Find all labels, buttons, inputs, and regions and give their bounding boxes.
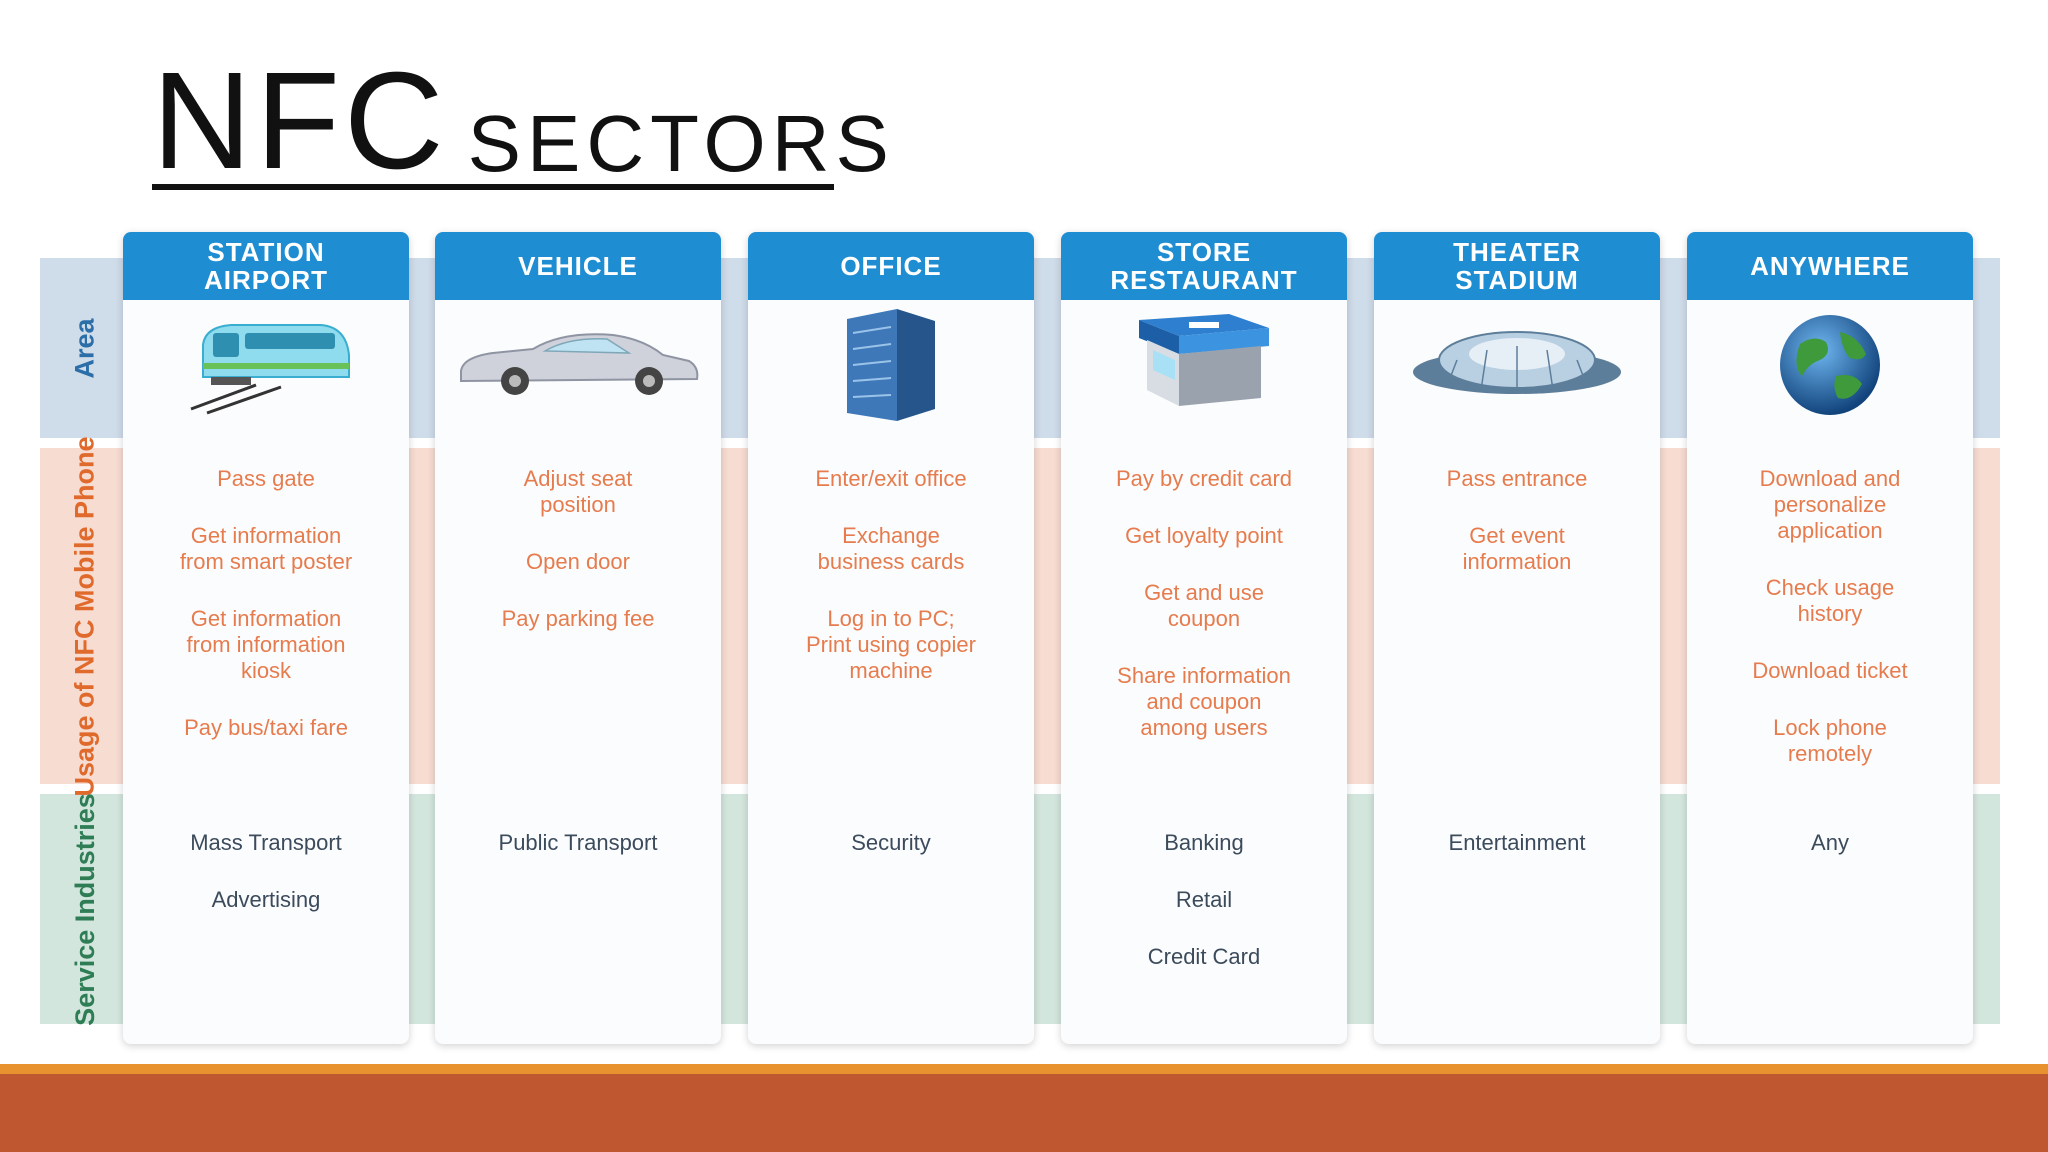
service-item: Credit Card [1147,944,1261,969]
column-theater-stadium: THEATER STADIUM Pass entrance Get event … [1374,232,1660,1044]
car-icon [435,300,721,430]
service-list: Banking Retail Credit Card [1061,830,1347,1001]
usage-item: Pass entrance [1446,466,1588,491]
usage-item: Enter/exit office [815,466,967,491]
column-anywhere: ANYWHERE Download and personalize applic… [1687,232,1973,1044]
column-station-airport: STATION AIRPORT Pass gate Get informatio… [123,232,409,1044]
usage-item: Get event information [1462,523,1572,574]
usage-item: Log in to PC; Print using copier machine [806,606,976,683]
column-header: STATION AIRPORT [123,232,409,300]
usage-list: Pass gate Get information from smart pos… [123,466,409,802]
stadium-icon [1374,300,1660,430]
train-icon [123,300,409,430]
column-header: STORE RESTAURANT [1061,232,1347,300]
usage-item: Exchange business cards [817,523,965,574]
service-item: Public Transport [498,830,658,855]
title-underline [152,184,834,190]
usage-item: Get information from smart poster [179,523,353,574]
title-text: NFC SECTORS [152,40,895,190]
usage-item: Lock phone remotely [1773,715,1887,766]
office-building-icon [748,300,1034,430]
usage-item: Share information and coupon among users [1117,663,1291,740]
service-list: Security [748,830,1034,887]
row-label-service: Service Industries [69,792,100,1026]
service-item: Entertainment [1448,830,1586,855]
usage-item: Get information from information kiosk [186,606,346,683]
usage-item: Pass gate [217,466,315,491]
usage-item: Download ticket [1752,658,1908,683]
usage-list: Pay by credit card Get loyalty point Get… [1061,466,1347,802]
service-item: Advertising [211,887,321,912]
row-label-area: Area [69,317,100,379]
usage-item: Open door [526,549,630,574]
column-store-restaurant: STORE RESTAURANT Pay by credit card Get … [1061,232,1347,1044]
column-header: OFFICE [748,232,1034,300]
title-main: NFC [152,44,448,198]
usage-item: Get and use coupon [1144,580,1264,631]
service-list: Entertainment [1374,830,1660,887]
usage-item: Pay bus/taxi fare [184,715,348,740]
usage-item: Pay by credit card [1115,466,1293,491]
column-vehicle: VEHICLE Adjust seat position Open door P… [435,232,721,1044]
usage-item: Get loyalty point [1125,523,1283,548]
usage-list: Download and personalize application Che… [1687,466,1973,802]
usage-list: Pass entrance Get event information [1374,466,1660,802]
usage-item: Check usage history [1765,575,1895,626]
service-list: Mass Transport Advertising [123,830,409,944]
globe-icon [1687,300,1973,430]
service-list: Public Transport [435,830,721,887]
shop-icon [1061,300,1347,430]
row-label-usage: Usage of NFC Mobile Phone [69,435,100,797]
usage-item: Adjust seat position [523,466,633,517]
usage-item: Pay parking fee [501,606,655,631]
usage-list: Enter/exit office Exchange business card… [748,466,1034,802]
service-item: Mass Transport [190,830,342,855]
title-sub: SECTORS [467,99,895,188]
service-item: Banking [1164,830,1244,855]
service-item: Any [1811,830,1849,855]
footer-accent-line [0,1064,2048,1074]
column-header: THEATER STADIUM [1374,232,1660,300]
service-item: Security [851,830,931,855]
usage-item: Download and personalize application [1759,466,1901,543]
column-header: ANYWHERE [1687,232,1973,300]
column-office: OFFICE Enter/exit office Exchange busine… [748,232,1034,1044]
service-item: Retail [1175,887,1233,912]
footer-bar [0,1074,2048,1152]
usage-list: Adjust seat position Open door Pay parki… [435,466,721,802]
service-list: Any [1687,830,1973,887]
column-header: VEHICLE [435,232,721,300]
